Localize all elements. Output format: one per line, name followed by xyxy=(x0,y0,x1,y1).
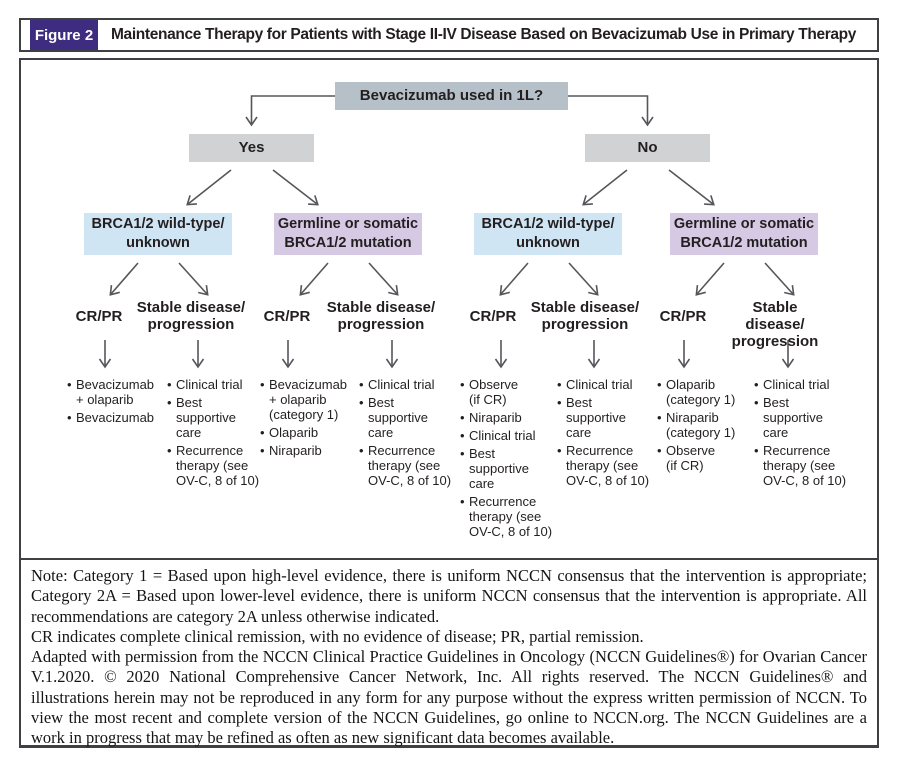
list-item: •Clinical trial xyxy=(557,377,633,392)
group-box-yes-mutation: Germline or somatic BRCA1/2 mutation xyxy=(274,213,422,255)
list-item: •Recurrence therapy (see OV-C, 8 of 10) xyxy=(167,443,260,488)
outcome-label-stable: Stable disease/ progression xyxy=(731,299,819,350)
group-box-no-wildtype: BRCA1/2 wild-type/ unknown xyxy=(474,213,622,255)
outcome-label-crpr: CR/PR xyxy=(469,308,517,325)
figure-label: Figure 2 xyxy=(30,20,98,50)
outcome-label-stable: Stable disease/ progression xyxy=(326,299,436,333)
list-item: •Clinical trial xyxy=(460,428,536,443)
list-item: •Niraparib xyxy=(260,443,322,458)
bullet-marker: • xyxy=(167,395,172,410)
list-item: •Best supportive care xyxy=(359,395,428,440)
list-item: •Recurrence therapy (see OV-C, 8 of 10) xyxy=(460,494,553,539)
option-list-no-wildtype-crpr: •Observe (if CR) •Niraparib •Clinical tr… xyxy=(460,377,560,542)
figure-title: Maintenance Therapy for Patients with St… xyxy=(111,26,857,43)
answer-box-yes: Yes xyxy=(189,134,314,162)
note-copyright: Adapted with permission from the NCCN Cl… xyxy=(31,647,867,748)
option-list-no-mutation-stable: •Clinical trial •Best supportive care •R… xyxy=(754,377,854,491)
option-list-yes-wildtype-stable: •Clinical trial •Best supportive care •R… xyxy=(167,377,267,491)
bullet-marker: • xyxy=(657,443,662,458)
note-categories: Note: Category 1 = Based upon high-level… xyxy=(31,566,867,626)
list-item: •Best supportive care xyxy=(557,395,626,440)
bullet-marker: • xyxy=(260,377,265,392)
bullet-marker: • xyxy=(460,410,465,425)
bullet-marker: • xyxy=(67,410,72,425)
figure-2-panel: Figure 2 Maintenance Therapy for Patient… xyxy=(19,18,879,748)
bullet-marker: • xyxy=(359,395,364,410)
bullet-marker: • xyxy=(657,377,662,392)
option-list-yes-mutation-crpr: •Bevacizumab + olaparib (category 1) •Ol… xyxy=(260,377,360,461)
outcome-label-crpr: CR/PR xyxy=(659,308,707,325)
outcome-label-crpr: CR/PR xyxy=(263,308,311,325)
list-item: •Bevacizumab xyxy=(67,410,155,425)
outcome-label-stable: Stable disease/ progression xyxy=(136,299,246,333)
bullet-marker: • xyxy=(460,428,465,443)
answer-box-no: No xyxy=(585,134,710,162)
bullet-marker: • xyxy=(67,377,72,392)
bullet-marker: • xyxy=(359,443,364,458)
list-item: •Recurrence therapy (see OV-C, 8 of 10) xyxy=(557,443,650,488)
list-item: •Best supportive care xyxy=(167,395,236,440)
option-list-no-wildtype-stable: •Clinical trial •Best supportive care •R… xyxy=(557,377,657,491)
figure-header: Figure 2 Maintenance Therapy for Patient… xyxy=(19,18,879,52)
bullet-marker: • xyxy=(754,377,759,392)
bullet-marker: • xyxy=(260,425,265,440)
option-list-yes-wildtype-crpr: •Bevacizumab + olaparib •Bevacizumab xyxy=(67,377,167,428)
list-item: •Observe (if CR) xyxy=(460,377,519,407)
bullet-marker: • xyxy=(359,377,364,392)
list-item: •Clinical trial xyxy=(754,377,830,392)
list-item: •Bevacizumab + olaparib xyxy=(67,377,155,407)
list-item: •Olaparib xyxy=(260,425,319,440)
figure-body: Bevacizumab used in 1L? Yes No BRCA1/2 w… xyxy=(19,58,879,748)
notes-section: Note: Category 1 = Based upon high-level… xyxy=(21,560,877,749)
list-item: •Clinical trial xyxy=(359,377,435,392)
connector-arrows xyxy=(98,95,795,369)
list-item: •Olaparib (category 1) xyxy=(657,377,736,407)
list-item: •Recurrence therapy (see OV-C, 8 of 10) xyxy=(359,443,452,488)
bullet-marker: • xyxy=(754,395,759,410)
list-item: •Best supportive care xyxy=(460,446,529,491)
bullet-marker: • xyxy=(460,377,465,392)
list-item: •Niraparib xyxy=(460,410,522,425)
bullet-marker: • xyxy=(460,494,465,509)
option-list-no-mutation-crpr: •Olaparib (category 1) •Niraparib (categ… xyxy=(657,377,757,476)
root-question-box: Bevacizumab used in 1L? xyxy=(335,82,568,110)
bullet-marker: • xyxy=(657,410,662,425)
outcome-label-stable: Stable disease/ progression xyxy=(530,299,640,333)
bullet-marker: • xyxy=(557,395,562,410)
bullet-marker: • xyxy=(754,443,759,458)
outcome-label-crpr: CR/PR xyxy=(75,308,123,325)
bullet-marker: • xyxy=(167,443,172,458)
list-item: •Observe (if CR) xyxy=(657,443,716,473)
group-box-no-mutation: Germline or somatic BRCA1/2 mutation xyxy=(670,213,818,255)
bullet-marker: • xyxy=(260,443,265,458)
list-item: •Recurrence therapy (see OV-C, 8 of 10) xyxy=(754,443,847,488)
bullet-marker: • xyxy=(557,443,562,458)
list-item: •Best supportive care xyxy=(754,395,823,440)
option-list-yes-mutation-stable: •Clinical trial •Best supportive care •R… xyxy=(359,377,459,491)
bullet-marker: • xyxy=(557,377,562,392)
flowchart: Bevacizumab used in 1L? Yes No BRCA1/2 w… xyxy=(21,60,877,560)
note-abbreviations: CR indicates complete clinical remission… xyxy=(31,626,644,646)
list-item: •Niraparib (category 1) xyxy=(657,410,736,440)
group-box-yes-wildtype: BRCA1/2 wild-type/ unknown xyxy=(84,213,232,255)
bullet-marker: • xyxy=(460,446,465,461)
list-item: •Bevacizumab + olaparib (category 1) xyxy=(260,377,348,422)
bullet-marker: • xyxy=(167,377,172,392)
list-item: •Clinical trial xyxy=(167,377,243,392)
